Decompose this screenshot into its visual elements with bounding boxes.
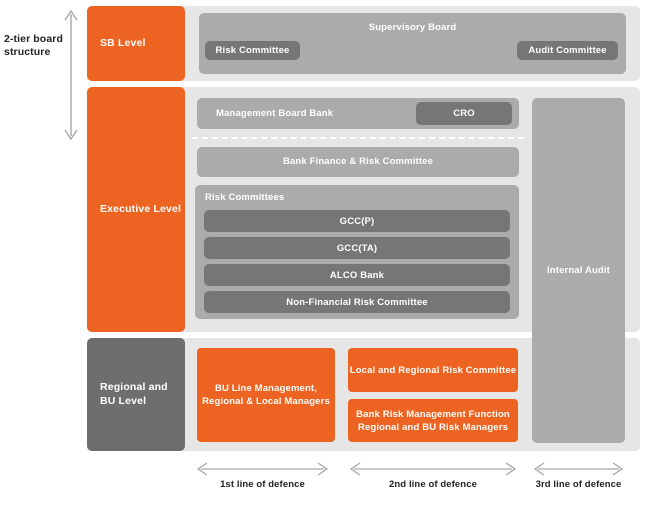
supervisory-board-title: Supervisory Board (368, 22, 457, 33)
risk-committee-item[interactable]: GCC(P) (204, 210, 510, 232)
bank-finance-risk-committee-card[interactable]: Bank Finance & Risk Committee (197, 147, 519, 177)
level-label-sb: SB Level (87, 6, 185, 81)
internal-audit-card[interactable]: Internal Audit (532, 98, 625, 443)
risk-committees-panel: Risk Committees GCC(P) GCC(TA) ALCO Bank… (195, 185, 519, 319)
bu-line-management-card[interactable]: BU Line Management, Regional & Local Man… (197, 348, 335, 442)
audit-committee-card[interactable]: Audit Committee (517, 41, 618, 60)
risk-committee-item[interactable]: ALCO Bank (204, 264, 510, 286)
risk-committee-card[interactable]: Risk Committee (205, 41, 300, 60)
risk-committee-item[interactable]: Non-Financial Risk Committee (204, 291, 510, 313)
risk-committee-item[interactable]: GCC(TA) (204, 237, 510, 259)
double-arrow-icon (349, 462, 517, 476)
level-label-regional-bu: Regional and BU Level (87, 338, 185, 451)
bank-risk-management-function-card[interactable]: Bank Risk Management Function Regional a… (348, 399, 518, 442)
defence-line-label: 1st line of defence (220, 479, 305, 490)
local-regional-risk-committee-card[interactable]: Local and Regional Risk Committee (348, 348, 518, 392)
double-arrow-icon (533, 462, 624, 476)
defence-line-second: 2nd line of defence (348, 462, 518, 490)
management-board-bank-label: Management Board Bank (216, 108, 334, 119)
tier-structure-label: 2-tier board structure (4, 33, 63, 58)
cro-card[interactable]: CRO (416, 102, 512, 125)
defence-line-third: 3rd line of defence (532, 462, 625, 490)
dashed-separator (192, 137, 524, 139)
defence-line-first: 1st line of defence (195, 462, 330, 490)
defence-line-label: 3rd line of defence (535, 479, 622, 490)
vertical-double-arrow-icon (60, 8, 82, 142)
risk-committees-title: Risk Committees (205, 192, 285, 203)
level-label-executive: Executive Level (87, 87, 185, 332)
double-arrow-icon (196, 462, 329, 476)
defence-line-label: 2nd line of defence (389, 479, 477, 490)
